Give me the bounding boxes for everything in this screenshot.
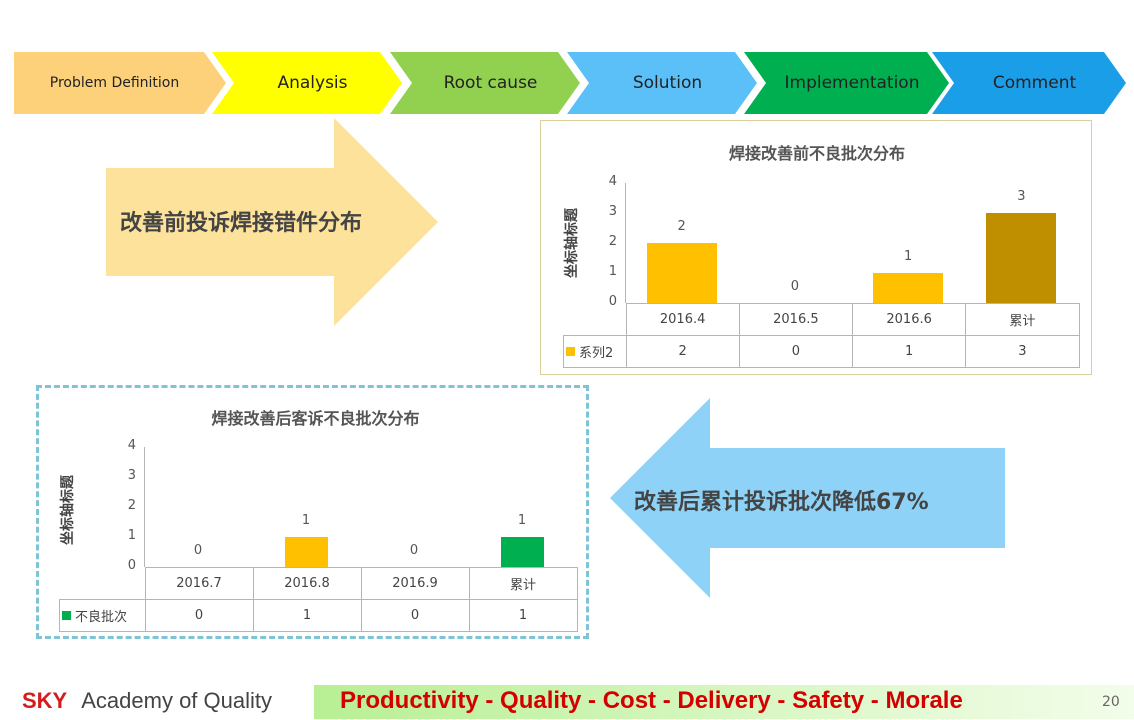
page-number: 20: [1102, 694, 1120, 710]
process-step-shape: [744, 52, 949, 114]
y-tick-label: 2: [127, 498, 136, 513]
y-tick-label: 4: [608, 174, 617, 189]
bar: [284, 537, 328, 567]
legend-key: [566, 347, 575, 356]
y-axis-line: [625, 183, 626, 303]
bar: [646, 243, 717, 303]
category-cell: 2016.6: [851, 303, 967, 336]
data-label: 0: [409, 543, 419, 558]
brand-sky: SKY: [22, 688, 68, 713]
y-tick-label: 1: [608, 264, 617, 279]
footer-brand: SKY Academy of Quality: [22, 688, 272, 714]
value-cell: 0: [360, 599, 470, 632]
process-step-shape: [567, 52, 757, 114]
bar: [986, 213, 1057, 303]
y-tick-label: 1: [127, 528, 136, 543]
value-cell: 1: [468, 599, 578, 632]
value-cell: 1: [252, 599, 362, 632]
process-step-label: Analysis: [277, 73, 348, 93]
category-cell: 累计: [468, 567, 578, 600]
y-tick-label: 0: [608, 294, 617, 309]
process-step-label: Implementation: [784, 73, 920, 93]
data-label: 0: [790, 279, 800, 294]
process-step-label: Problem Definition: [49, 75, 180, 91]
legend-series-name: 系列2: [579, 346, 614, 361]
bar: [500, 537, 544, 567]
bar: [873, 273, 944, 303]
value-cell: 0: [144, 599, 254, 632]
right-arrow-shape: [106, 118, 438, 326]
y-axis-label: 坐标轴标题: [564, 208, 580, 278]
category-cell: 2016.7: [144, 567, 254, 600]
category-cell: 累计: [965, 303, 1080, 336]
data-label: 1: [517, 513, 527, 528]
process-step-label: Solution: [632, 73, 703, 93]
legend-cell: 系列2: [563, 335, 627, 368]
y-tick-label: 4: [127, 438, 136, 453]
left-arrow-shape: [610, 398, 1005, 598]
process-step-shape: [212, 52, 402, 114]
table-corner: [564, 304, 627, 336]
value-cell: 1: [851, 335, 967, 368]
process-step-label: Root cause: [443, 73, 538, 93]
value-cell: 2: [625, 335, 740, 368]
data-label: 1: [301, 513, 311, 528]
legend-cell: 不良批次: [59, 599, 146, 632]
process-flow: Problem Definition Analysis Root cause Solu…: [0, 0, 1134, 120]
chart-title: 焊接改善后客诉不良批次分布: [211, 409, 420, 428]
process-step-shape: [14, 52, 226, 114]
process-step-shape: [932, 52, 1126, 114]
data-label: 2: [677, 219, 686, 234]
table-corner: [60, 568, 146, 600]
data-label: 3: [1017, 189, 1026, 204]
footer-slogan: Productivity - Quality - Cost - Delivery…: [340, 687, 963, 714]
process-step-shape: [390, 52, 580, 114]
legend-series-name: 不良批次: [75, 610, 128, 625]
data-label: 0: [193, 543, 203, 558]
y-tick-label: 3: [127, 468, 136, 483]
y-tick-label: 2: [608, 234, 617, 249]
brand-academy: Academy of Quality: [81, 688, 272, 713]
value-cell: 0: [738, 335, 854, 368]
category-cell: 2016.8: [252, 567, 362, 600]
y-tick-label: 3: [608, 204, 617, 219]
arrow-left-text: 改善后累计投诉批次降低67%: [634, 490, 929, 515]
category-cell: 2016.5: [738, 303, 854, 336]
arrow-right-text: 改善前投诉焊接错件分布: [120, 211, 363, 236]
process-chevrons: [14, 52, 1126, 114]
footer-slogan-bar: [314, 685, 1134, 719]
category-cell: 2016.9: [360, 567, 470, 600]
y-axis-line: [144, 447, 145, 567]
y-tick-label: 0: [127, 558, 136, 573]
category-cell: 2016.4: [625, 303, 740, 336]
y-axis-label: 坐标轴标题: [60, 475, 76, 545]
value-cell: 3: [965, 335, 1080, 368]
process-step-label: Comment: [992, 73, 1077, 93]
data-label: 1: [903, 249, 913, 264]
chart-title: 焊接改善前不良批次分布: [728, 144, 905, 163]
legend-key: [62, 611, 71, 620]
